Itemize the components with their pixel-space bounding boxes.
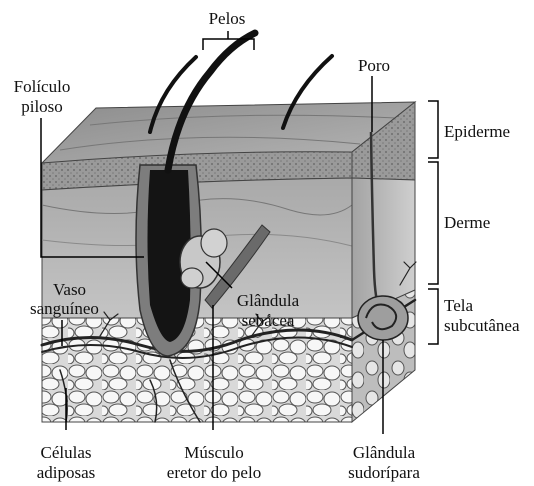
label-derme: Derme <box>444 213 490 232</box>
label-vaso-line2: sanguíneo <box>30 299 99 318</box>
label-celulas-line2: adiposas <box>24 463 108 482</box>
label-musculo-line2: eretor do pelo <box>158 463 270 482</box>
label-musculo-line1: Músculo <box>158 443 270 462</box>
label-glandula-sudoripara-line1: Glândula <box>336 443 432 462</box>
label-glandula-sudoripara-line2: sudorípara <box>336 463 432 482</box>
label-tela-line2: subcutânea <box>444 316 520 335</box>
label-pelos: Pelos <box>202 9 252 28</box>
label-foliculo-line1: Folículo <box>6 77 78 96</box>
front-subcutaneous-fat <box>42 318 352 422</box>
label-vaso-line1: Vaso <box>53 280 86 299</box>
label-glandula-sebacea-line1: Glândula <box>228 291 308 310</box>
label-epiderme: Epiderme <box>444 122 510 141</box>
label-celulas-line1: Células <box>24 443 108 462</box>
label-glandula-sebacea-line2: sebácea <box>228 311 308 330</box>
label-foliculo-line2: piloso <box>6 97 78 116</box>
label-tela-line1: Tela <box>444 296 473 315</box>
label-poro: Poro <box>352 56 396 75</box>
